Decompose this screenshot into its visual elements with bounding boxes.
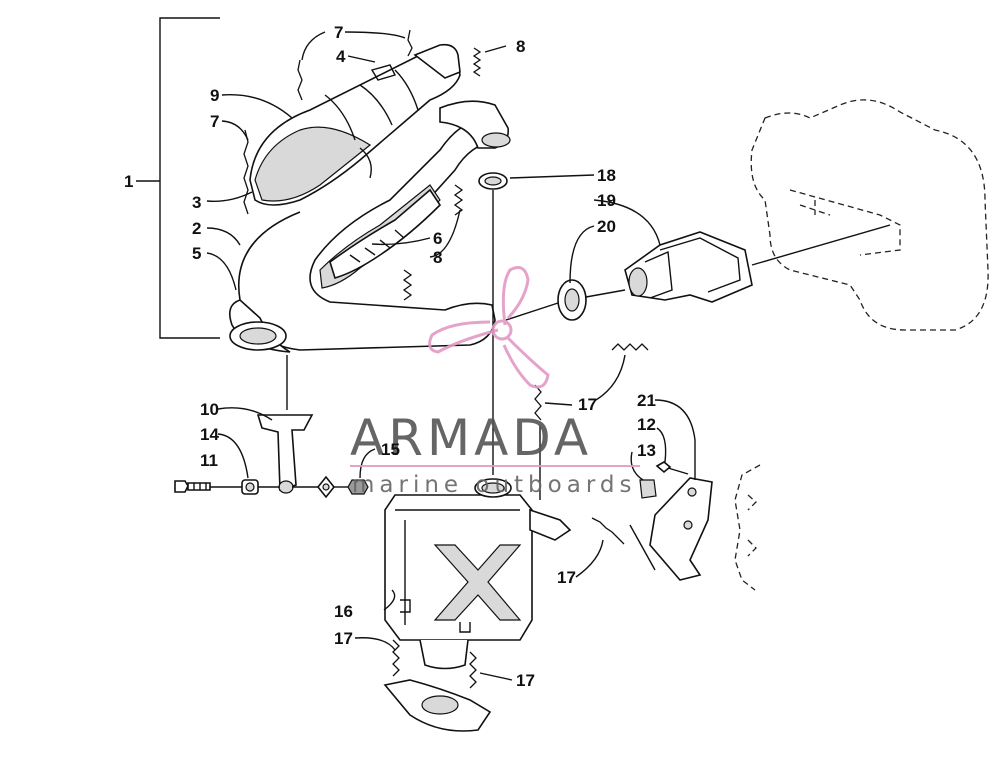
callout-6: 6 xyxy=(433,229,442,248)
callout-18: 18 xyxy=(597,166,616,185)
callout-3: 3 xyxy=(192,193,201,212)
callout-7-top: 7 xyxy=(334,23,343,42)
watermark-brand: ARMADA xyxy=(350,409,592,467)
silencer-box xyxy=(384,478,572,670)
hull-outline xyxy=(734,464,761,591)
callout-8-top: 8 xyxy=(516,37,525,56)
spring-middle-b xyxy=(402,269,413,301)
callout-12: 12 xyxy=(637,415,656,434)
armada-propeller-logo xyxy=(428,266,550,389)
callout-5: 5 xyxy=(192,244,201,263)
retainer-chain-left xyxy=(243,129,249,215)
washer xyxy=(316,475,336,499)
hanger-bracket xyxy=(256,414,314,494)
spring-top xyxy=(472,47,482,77)
callout-17-bottom-left: 17 xyxy=(334,629,353,648)
bolt-12 xyxy=(655,461,689,475)
armada-watermark: ARMADA marine outboards xyxy=(350,266,640,498)
exhaust-manifold xyxy=(624,231,753,303)
spring-17-middle xyxy=(534,384,542,421)
engine-outline xyxy=(750,99,989,331)
spring-middle-a xyxy=(453,184,464,216)
callout-11: 11 xyxy=(200,451,218,470)
leader-lines xyxy=(206,31,696,681)
retainer-chain-top xyxy=(297,29,413,101)
spring-17-right xyxy=(591,517,625,545)
outlet-gasket xyxy=(383,679,492,732)
spring-17-bottom-left xyxy=(392,639,400,677)
bolt-11 xyxy=(174,480,211,493)
callout-labels: 1 2 3 4 5 6 7 7 8 8 9 10 11 12 13 14 15 … xyxy=(124,23,656,690)
callout-17-upper: 17 xyxy=(578,395,597,414)
bushing-14 xyxy=(241,479,259,495)
callout-10: 10 xyxy=(200,400,219,419)
nut-13 xyxy=(639,479,657,499)
callout-7-left: 7 xyxy=(210,112,219,131)
callout-19: 19 xyxy=(597,191,616,210)
assembly-bracket xyxy=(136,17,220,339)
callout-1: 1 xyxy=(124,172,133,191)
heat-shield xyxy=(329,188,442,279)
callout-8-middle: 8 xyxy=(433,248,442,267)
seal-ring-18 xyxy=(478,172,508,190)
spring-17-top xyxy=(611,343,649,351)
callout-9: 9 xyxy=(210,86,219,105)
callout-4: 4 xyxy=(336,47,346,66)
mount-bracket xyxy=(649,477,713,581)
callout-17-right: 17 xyxy=(557,568,576,587)
callout-2: 2 xyxy=(192,219,201,238)
callout-17-bottom-right: 17 xyxy=(516,671,535,690)
spring-17-bottom-right xyxy=(469,651,477,689)
callout-16: 16 xyxy=(334,602,353,621)
expansion-chamber xyxy=(249,43,461,206)
callout-13: 13 xyxy=(637,441,656,460)
callout-15: 15 xyxy=(381,440,400,459)
watermark-tagline: marine outboards xyxy=(352,472,636,498)
callout-14: 14 xyxy=(200,425,219,444)
seal-ring-20 xyxy=(557,279,587,321)
callout-20: 20 xyxy=(597,217,616,236)
callout-21: 21 xyxy=(637,391,656,410)
